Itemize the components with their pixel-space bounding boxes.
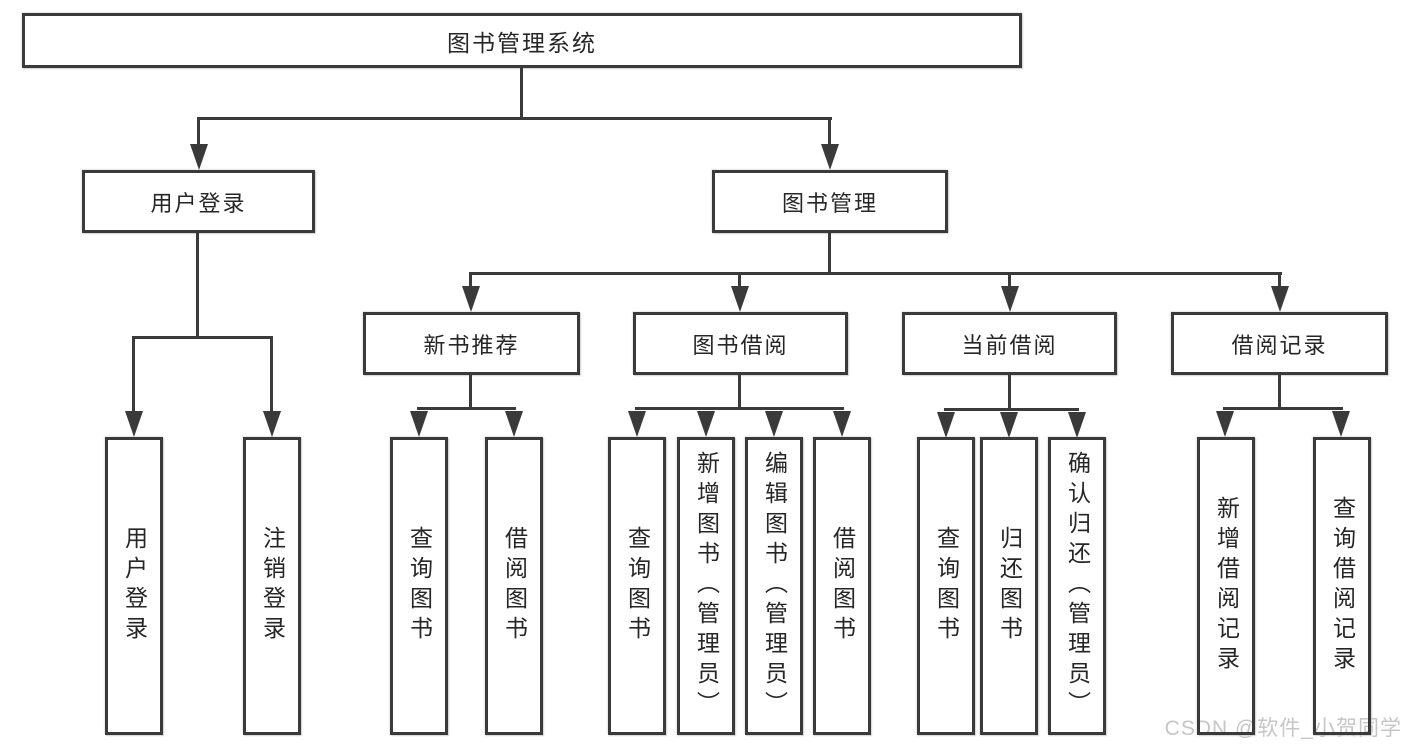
node-label: 编辑图书（管理员） (761, 451, 788, 721)
arrowhead-icon (263, 411, 281, 437)
leaf-confirm-return-admin: 确认归还（管理员） (1048, 437, 1106, 735)
arrowhead-icon (1068, 412, 1086, 438)
arrowhead-icon (697, 411, 715, 437)
arrowhead-icon (1216, 411, 1234, 437)
arrowhead-icon (190, 144, 208, 170)
arrowhead-icon (731, 286, 749, 312)
leaf-query-book-2: 查询图书 (608, 437, 666, 735)
connector-line (417, 407, 516, 410)
connector-line (944, 408, 1079, 411)
node-book-borrow: 图书借阅 (633, 312, 848, 375)
node-label: 借阅图书 (829, 526, 856, 646)
node-label: 借阅记录 (1231, 332, 1328, 358)
arrowhead-icon (505, 411, 523, 437)
connector-line (738, 375, 741, 409)
connector-line (1008, 272, 1011, 288)
node-label: 用户登录 (121, 526, 148, 646)
connector-line (197, 117, 200, 147)
leaf-add-book-admin: 新增图书（管理员） (677, 437, 735, 735)
leaf-logout: 注销登录 (243, 437, 301, 735)
node-label: 当前借阅 (961, 332, 1058, 358)
node-label: 新增图书（管理员） (693, 451, 720, 721)
arrowhead-icon (833, 411, 851, 437)
connector-line (520, 68, 523, 117)
node-label: 查询借阅记录 (1329, 496, 1356, 676)
leaf-borrow-book-1: 借阅图书 (485, 437, 543, 735)
node-label: 新增借阅记录 (1213, 496, 1240, 676)
connector-line (132, 336, 135, 413)
node-label: 图书管理系统 (447, 29, 597, 56)
node-label: 注销登录 (259, 526, 286, 646)
arrowhead-icon (1271, 286, 1289, 312)
leaf-query-book-1: 查询图书 (390, 437, 448, 735)
leaf-borrow-book-2: 借阅图书 (813, 437, 871, 735)
node-user-login: 用户登录 (82, 170, 315, 233)
node-label: 归还图书 (996, 526, 1023, 646)
connector-line (828, 117, 831, 147)
connector-line (738, 272, 741, 288)
node-label: 借阅图书 (501, 526, 528, 646)
node-new-book-recommend: 新书推荐 (363, 312, 580, 375)
connector-line (196, 233, 199, 336)
leaf-add-borrow-record: 新增借阅记录 (1197, 437, 1255, 735)
arrowhead-icon (462, 286, 480, 312)
node-label: 图书管理 (781, 190, 878, 216)
connector-line (469, 272, 1282, 275)
arrowhead-icon (628, 411, 646, 437)
connector-line (132, 336, 273, 339)
leaf-query-borrow-record: 查询借阅记录 (1313, 437, 1371, 735)
node-label: 确认归还（管理员） (1064, 451, 1091, 721)
node-root: 图书管理系统 (22, 13, 1022, 68)
connector-line (469, 375, 472, 409)
node-label: 查询图书 (624, 526, 651, 646)
node-current-borrow: 当前借阅 (902, 312, 1117, 375)
node-book-management: 图书管理 (712, 170, 948, 233)
connector-line (1278, 375, 1281, 409)
node-label: 查询图书 (933, 526, 960, 646)
leaf-return-book: 归还图书 (980, 437, 1038, 735)
node-label: 图书借阅 (692, 332, 789, 358)
arrowhead-icon (765, 411, 783, 437)
connector-line (1008, 375, 1011, 410)
connector-line (1278, 272, 1281, 288)
arrowhead-icon (125, 411, 143, 437)
connector-line (1223, 407, 1343, 410)
connector-line (270, 336, 273, 413)
csdn-watermark: CSDN @软件_小贺同学 (1164, 717, 1402, 740)
connector-line (828, 233, 831, 274)
arrowhead-icon (821, 144, 839, 170)
node-borrow-record: 借阅记录 (1171, 312, 1388, 375)
arrowhead-icon (937, 412, 955, 438)
leaf-edit-book-admin: 编辑图书（管理员） (745, 437, 803, 735)
leaf-user-login: 用户登录 (105, 437, 163, 735)
connector-line (635, 407, 844, 410)
node-label: 用户登录 (150, 190, 247, 216)
leaf-query-book-3: 查询图书 (917, 437, 975, 735)
connector-line (197, 117, 832, 120)
connector-line (469, 272, 472, 288)
arrowhead-icon (1001, 286, 1019, 312)
arrowhead-icon (410, 411, 428, 437)
arrowhead-icon (1332, 411, 1350, 437)
arrowhead-icon (1000, 412, 1018, 438)
node-label: 新书推荐 (423, 332, 520, 358)
node-label: 查询图书 (406, 526, 433, 646)
